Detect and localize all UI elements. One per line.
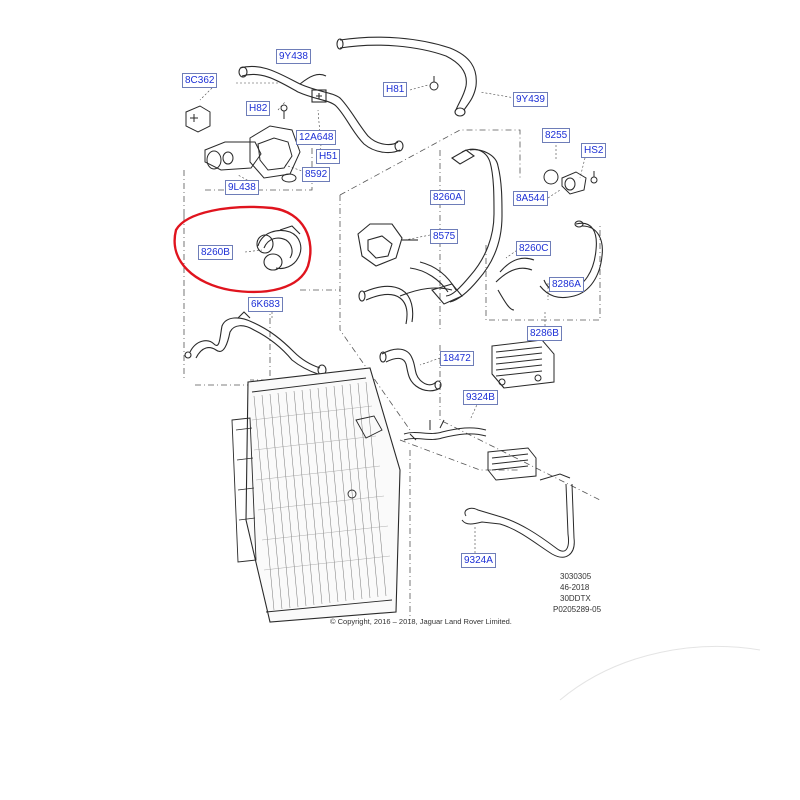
label-8592[interactable]: 8592 <box>302 167 331 182</box>
lower-hose-art <box>184 311 327 376</box>
reference-code-4: P0205289-05 <box>553 605 602 614</box>
label-9324A[interactable]: 9324A <box>461 553 496 568</box>
label-9Y438[interactable]: 9Y438 <box>276 49 311 64</box>
label-8260B[interactable]: 8260B <box>198 245 233 260</box>
small-fittings-art <box>429 76 598 195</box>
label-6K683[interactable]: 6K683 <box>248 297 283 312</box>
label-8286B[interactable]: 8286B <box>527 326 562 341</box>
label-8255[interactable]: 8255 <box>542 128 571 143</box>
reference-code-1: 3030305 <box>560 572 592 581</box>
label-12A648[interactable]: 12A648 <box>296 130 337 145</box>
label-HS2[interactable]: HS2 <box>581 143 607 158</box>
label-8286A[interactable]: 8286A <box>549 277 584 292</box>
lower-cooler-art <box>403 419 575 558</box>
copyright-notice: © Copyright, 2016 – 2018, Jaguar Land Ro… <box>330 617 512 626</box>
label-9Y439[interactable]: 9Y439 <box>513 92 548 107</box>
part-8260B-art <box>256 225 302 271</box>
thermostat-art <box>185 104 301 183</box>
radiator-art <box>231 367 401 623</box>
oil-cooler-art <box>491 339 555 389</box>
label-8260C[interactable]: 8260C <box>516 241 552 256</box>
label-18472[interactable]: 18472 <box>440 351 474 366</box>
label-8C362[interactable]: 8C362 <box>182 73 218 88</box>
label-H82[interactable]: H82 <box>246 101 271 116</box>
highlight-circle <box>173 205 312 294</box>
corner-artifact <box>559 646 761 701</box>
reference-code-3: 30DDTX <box>560 594 591 603</box>
label-9L438[interactable]: 9L438 <box>225 180 259 195</box>
label-H51[interactable]: H51 <box>316 149 341 164</box>
label-H81[interactable]: H81 <box>383 82 408 97</box>
label-8A544[interactable]: 8A544 <box>513 191 548 206</box>
upper-hose-art <box>238 36 477 154</box>
label-8260A[interactable]: 8260A <box>430 190 465 205</box>
right-hoses-art <box>357 148 603 325</box>
hose-18472-art <box>379 348 442 392</box>
reference-code-2: 46-2018 <box>560 583 590 592</box>
label-8575[interactable]: 8575 <box>430 229 459 244</box>
label-9324B[interactable]: 9324B <box>463 390 498 405</box>
